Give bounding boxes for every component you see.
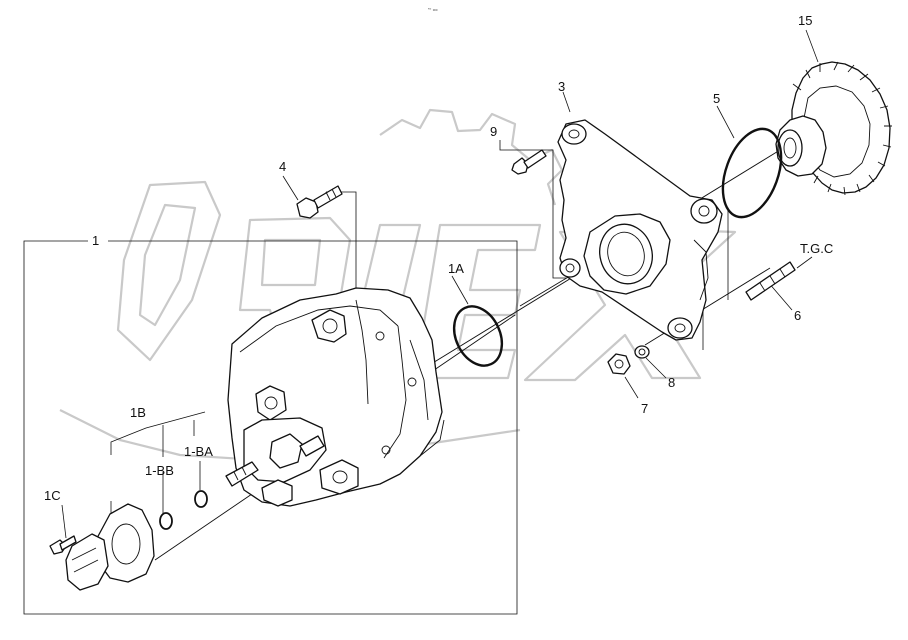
stud-bolt: [745, 261, 796, 301]
callout-3: 3: [558, 79, 565, 94]
callout-4: 4: [279, 159, 286, 174]
callout-9: 9: [490, 124, 497, 139]
callout-1ba: 1-BA: [184, 444, 213, 459]
callout-6: 6: [794, 308, 801, 323]
callout-1c: 1C: [44, 488, 61, 503]
nut-7: [607, 353, 631, 375]
callout-5: 5: [713, 91, 720, 106]
washer-8: [634, 345, 650, 359]
page-code: ᴿᵉ ₀₀₀: [428, 7, 438, 12]
bolt-9: [511, 149, 547, 175]
drive-gear: [775, 61, 892, 196]
leader-lines: [61, 29, 819, 539]
screw-1c: [49, 535, 77, 555]
assembly-frame: [23, 240, 518, 615]
o-ring-1ba: [194, 490, 208, 508]
callout-1b: 1B: [130, 405, 146, 420]
callout-15: 15: [798, 13, 812, 28]
callout-1: 1: [92, 233, 99, 248]
metering-valve: [65, 503, 155, 591]
callout-labels: 1 1A 1B 1-BA 1-BB 1C 3 4 5 6 7 8 9 15 T.…: [44, 13, 833, 503]
callout-tgc: T.G.C: [800, 241, 833, 256]
fuel-pump-body: [225, 287, 445, 507]
callout-1bb: 1-BB: [145, 463, 174, 478]
callout-7: 7: [641, 401, 648, 416]
callout-8: 8: [668, 375, 675, 390]
callout-1a: 1A: [448, 261, 464, 276]
o-ring-1a: [452, 305, 504, 367]
mounting-flange: [557, 119, 723, 341]
o-ring-1bb: [159, 512, 173, 530]
o-ring-5: [721, 127, 783, 219]
bolt-4: [296, 185, 343, 219]
